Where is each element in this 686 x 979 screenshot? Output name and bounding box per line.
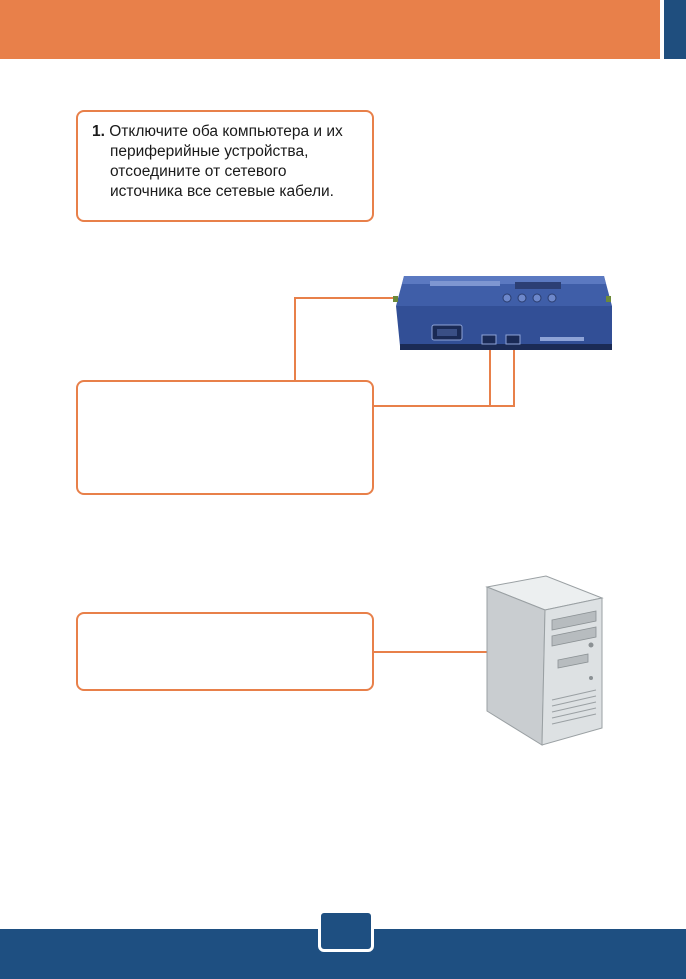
kvm-switch-image <box>393 276 612 350</box>
kvm-callout <box>76 380 374 495</box>
step-line-1: Отключите оба компьютера и их <box>109 123 343 140</box>
step-line-3: отсоедините от сетевого <box>110 163 287 180</box>
step-number: 1. <box>92 123 105 140</box>
page-number-tab <box>318 910 374 952</box>
step-line-2: периферийные устройства, <box>110 143 309 160</box>
step-1-text: 1. Отключите оба компьютера и их перифер… <box>92 122 372 202</box>
header-bar <box>0 0 660 59</box>
connector-lines <box>294 297 515 653</box>
computer-callout <box>76 612 374 691</box>
header-side-tab <box>664 0 686 59</box>
step-1-callout: 1. Отключите оба компьютера и их перифер… <box>76 110 374 222</box>
step-line-4: источника все сетевые кабели. <box>110 183 334 200</box>
computer-tower-image <box>485 575 604 746</box>
